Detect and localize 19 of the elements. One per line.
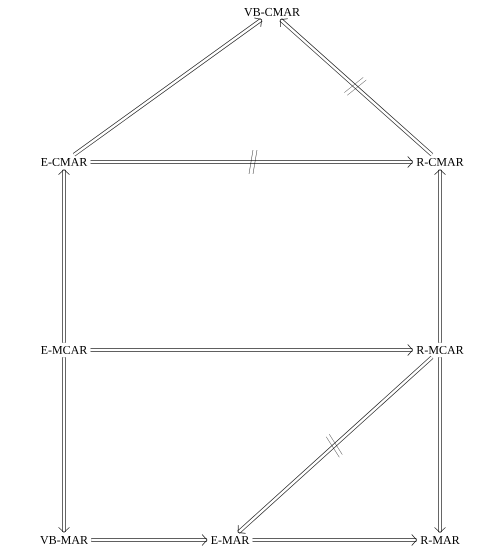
implication-arrow xyxy=(58,169,70,343)
node-label: VB-CMAR xyxy=(244,8,300,16)
node-label: E-CMAR xyxy=(41,158,88,166)
node-label: R-MCAR xyxy=(416,346,464,354)
implication-arrow xyxy=(434,169,446,343)
node-label: R-MAR xyxy=(420,536,460,544)
implication-arrow xyxy=(279,18,434,156)
node-label: E-MCAR xyxy=(41,346,88,354)
implication-arrow xyxy=(90,156,414,168)
node-label: E-MAR xyxy=(211,536,250,544)
implication-arrow xyxy=(252,534,418,546)
implication-arrow xyxy=(91,534,208,546)
implication-arrow xyxy=(72,18,262,156)
implication-arrow xyxy=(58,357,70,533)
node-label: VB-MAR xyxy=(40,536,88,544)
node-label: R-CMAR xyxy=(416,158,464,166)
implication-arrow xyxy=(434,357,446,533)
implication-arrow xyxy=(237,356,434,534)
implication-arrow xyxy=(90,344,414,356)
